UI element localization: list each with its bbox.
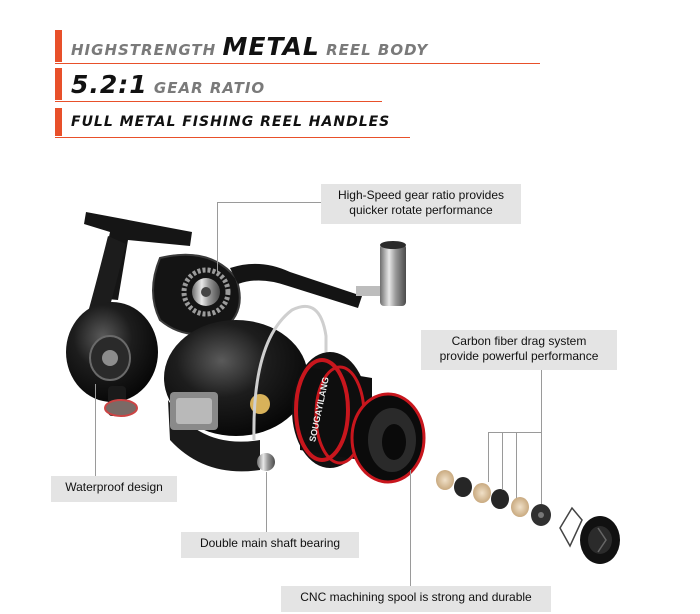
- headline-accent-bar: [55, 68, 62, 100]
- callout-spool: CNC machining spool is strong and durabl…: [281, 586, 551, 612]
- headline-3-text: FULL METAL FISHING REEL HANDLES: [71, 114, 391, 130]
- drag-washers: [436, 470, 551, 526]
- leader-drag-branch: [488, 432, 541, 433]
- gear-plate: [152, 253, 241, 336]
- headline-2-big: 5.2:1: [71, 69, 148, 99]
- headline-underline: [55, 101, 382, 102]
- leader-drag-2: [502, 432, 503, 490]
- callout-waterproof: Waterproof design: [51, 476, 177, 502]
- headline-underline: [55, 63, 540, 64]
- callout-bearing: Double main shaft bearing: [181, 532, 359, 558]
- callout-spool-text: CNC machining spool is strong and durabl…: [300, 590, 532, 604]
- headline-1-big: METAL: [222, 31, 320, 61]
- reel-body: [66, 302, 158, 417]
- drag-knob: [580, 516, 620, 564]
- headline-accent-bar: [55, 30, 62, 62]
- callout-drag-line2: provide powerful performance: [439, 349, 599, 363]
- callout-gear-ratio: High-Speed gear ratio provides quicker r…: [321, 184, 521, 224]
- leader-bearing: [266, 472, 267, 532]
- headline-underline: [55, 137, 410, 138]
- leader-drag-drop: [541, 370, 542, 504]
- callout-drag: Carbon fiber drag system provide powerfu…: [421, 330, 617, 370]
- headline-handles: FULL METAL FISHING REEL HANDLES: [55, 108, 410, 138]
- line-roller: [257, 453, 275, 471]
- leader-drag-1: [488, 432, 489, 482]
- callout-bearing-text: Double main shaft bearing: [199, 536, 341, 550]
- leader-spool: [410, 470, 411, 586]
- leader-gear-drop: [217, 202, 218, 272]
- drag-clip: [559, 506, 583, 548]
- callout-waterproof-text: Waterproof design: [65, 480, 163, 494]
- bail-wire: [252, 304, 328, 441]
- callout-gear-ratio-line1: High-Speed gear ratio provides: [337, 188, 505, 202]
- headline-gear-ratio: 5.2:1 GEAR RATIO: [55, 68, 382, 102]
- reel-spool: SOUGAYILANG: [292, 352, 426, 484]
- callout-gear-ratio-line2: quicker rotate performance: [349, 203, 493, 217]
- leader-gear: [217, 202, 321, 203]
- headline-metal-body: HIGHSTRENGTH METAL REEL BODY: [55, 30, 540, 64]
- reel-rotor: [164, 320, 308, 472]
- headline-1-prefix: HIGHSTRENGTH: [71, 40, 217, 59]
- leader-waterproof: [95, 384, 96, 476]
- reel-handle: [230, 241, 406, 308]
- headline-1-suffix: REEL BODY: [326, 40, 429, 59]
- headline-2-suffix: GEAR RATIO: [153, 78, 266, 97]
- headline-accent-bar: [55, 108, 62, 136]
- callout-drag-line1: Carbon fiber drag system: [451, 334, 587, 348]
- leader-drag-3: [516, 432, 517, 498]
